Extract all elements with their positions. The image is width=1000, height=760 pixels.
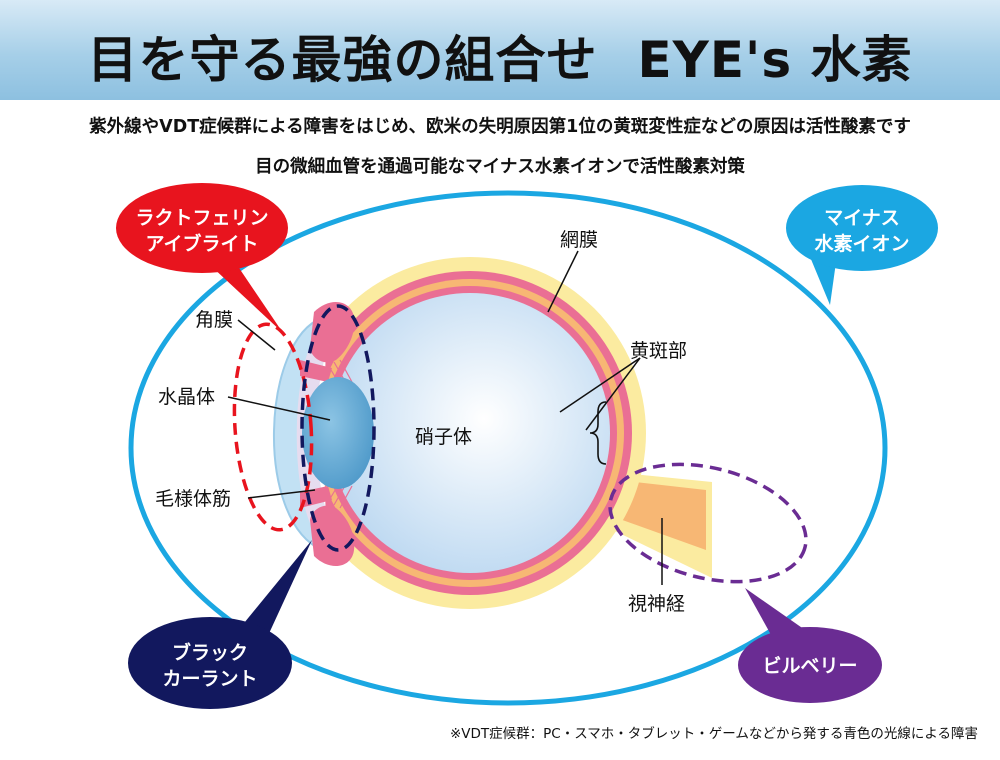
title-banner bbox=[0, 0, 1000, 100]
bubble-lactoferrin-line1: ラクトフェリン bbox=[135, 207, 268, 229]
crystalline-lens bbox=[302, 377, 374, 489]
outer-ellipse bbox=[128, 190, 888, 706]
bubble-blackcurrant: ブラック カーラント bbox=[128, 540, 312, 709]
bubble-lactoferrin: ラクトフェリン アイブライト bbox=[116, 183, 288, 333]
label-lens: 水晶体 bbox=[158, 386, 215, 408]
label-vitreous: 硝子体 bbox=[415, 426, 472, 448]
title-product: EYE's 水素 bbox=[637, 31, 913, 89]
bubble-hydrogen: マイナス 水素イオン bbox=[786, 185, 938, 305]
page-title: 目を守る最強の組合せ EYE's 水素 bbox=[0, 20, 1000, 92]
vitreous-body bbox=[330, 293, 610, 573]
label-retina: 網膜 bbox=[560, 229, 598, 251]
bubble-lactoferrin-line2: アイブライト bbox=[145, 232, 258, 255]
ciliary-lower bbox=[310, 505, 355, 567]
subtitle-hydrogen: 目の微細血管を通過可能なマイナス水素イオンで活性酸素対策 bbox=[255, 157, 745, 177]
label-ciliary: 毛様体筋 bbox=[155, 488, 231, 510]
title-main: 目を守る最強の組合せ bbox=[87, 31, 598, 89]
label-macula: 黄斑部 bbox=[630, 340, 687, 362]
macula-bracket bbox=[589, 401, 607, 465]
leader-lines bbox=[227, 250, 663, 585]
bubble-blackcurrant-line2: カーラント bbox=[162, 668, 257, 690]
ciliary-upper bbox=[310, 301, 355, 363]
footnote-vdt: ※VDT症候群：PC・スマホ・タブレット・ゲームなどから発する青色の光線による障… bbox=[449, 726, 978, 742]
cornea-highlight bbox=[232, 322, 314, 532]
lens-highlight bbox=[300, 304, 376, 552]
bubble-bilberry-label: ビルベリー bbox=[762, 655, 857, 677]
bubble-hydrogen-line1: マイナス bbox=[824, 207, 900, 229]
optic-nerve-highlight bbox=[608, 462, 808, 584]
bubble-blackcurrant-line1: ブラック bbox=[172, 641, 248, 664]
label-cornea: 角膜 bbox=[195, 309, 233, 331]
label-optic-nerve: 視神経 bbox=[628, 593, 685, 615]
bubble-bilberry: ビルベリー bbox=[738, 588, 882, 703]
subtitle-causes: 紫外線やVDT症候群による障害をはじめ、欧米の失明原因第1位の黄斑変性症などの原… bbox=[89, 117, 911, 137]
bubble-hydrogen-line2: 水素イオン bbox=[814, 232, 909, 255]
